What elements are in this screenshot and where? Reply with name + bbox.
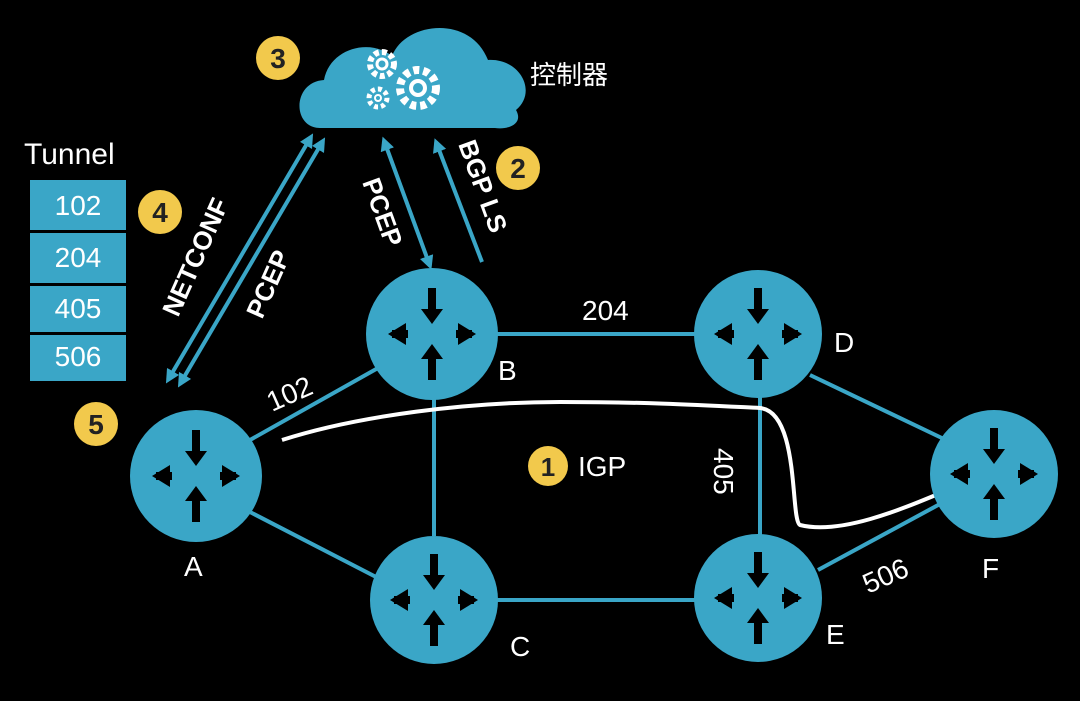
step-badge-4: 4 — [138, 190, 182, 234]
tunnel-stack: 102 204 405 506 — [30, 180, 126, 381]
link-label-102: 102 — [262, 370, 317, 417]
tunnel-title: Tunnel — [24, 138, 115, 171]
router-label-b: B — [498, 355, 517, 386]
svg-text:4: 4 — [152, 197, 168, 228]
link-d-f — [809, 373, 947, 442]
tunnel-cell-4 — [30, 335, 126, 381]
step-badge-1: 1 — [528, 446, 568, 486]
router-d — [694, 270, 822, 398]
router-f — [930, 410, 1058, 538]
tunnel-label-4: 506 — [55, 341, 102, 372]
router-c — [370, 536, 498, 664]
svg-text:5: 5 — [88, 409, 104, 440]
tunnel-cell-2 — [30, 233, 126, 283]
router-label-c: C — [510, 631, 530, 662]
igp-label: IGP — [578, 451, 626, 482]
controller-label: 控制器 — [530, 60, 608, 90]
step-badge-2: 2 — [496, 146, 540, 190]
link-label-405: 405 — [708, 448, 739, 495]
bgp-ls-arrow — [433, 138, 484, 263]
router-label-f: F — [982, 553, 999, 584]
step-badge-3: 3 — [256, 36, 300, 80]
link-e-f — [817, 502, 941, 572]
controller-cloud — [299, 27, 526, 129]
router-label-a: A — [184, 551, 203, 582]
links — [249, 332, 947, 602]
svg-text:2: 2 — [510, 153, 526, 184]
pcep-b-arrow — [380, 136, 434, 270]
step-badge-5: 5 — [74, 402, 118, 446]
gears-icon — [366, 49, 440, 110]
router-a — [130, 410, 262, 542]
link-a-b — [249, 366, 379, 442]
svg-text:3: 3 — [270, 43, 286, 74]
link-label-204: 204 — [582, 295, 629, 326]
tunnel-cell-3 — [30, 286, 126, 332]
router-label-e: E — [826, 619, 845, 650]
tunnel-cell-1 — [30, 180, 126, 230]
router-label-d: D — [834, 327, 854, 358]
pcep-a-arrow — [177, 137, 326, 388]
tunnel-label-3: 405 — [55, 293, 102, 324]
protocol-arrows — [165, 133, 484, 388]
tunnel-path — [281, 399, 946, 530]
link-label-506: 506 — [858, 552, 913, 599]
tunnel-label-1: 102 — [55, 190, 102, 221]
pcep-a-label: PCEP — [240, 246, 296, 323]
router-b — [366, 268, 498, 400]
cloud-shape — [299, 27, 526, 129]
router-e — [694, 534, 822, 662]
link-a-c — [249, 510, 379, 580]
svg-text:1: 1 — [541, 452, 555, 482]
tunnel-label-2: 204 — [55, 242, 102, 273]
